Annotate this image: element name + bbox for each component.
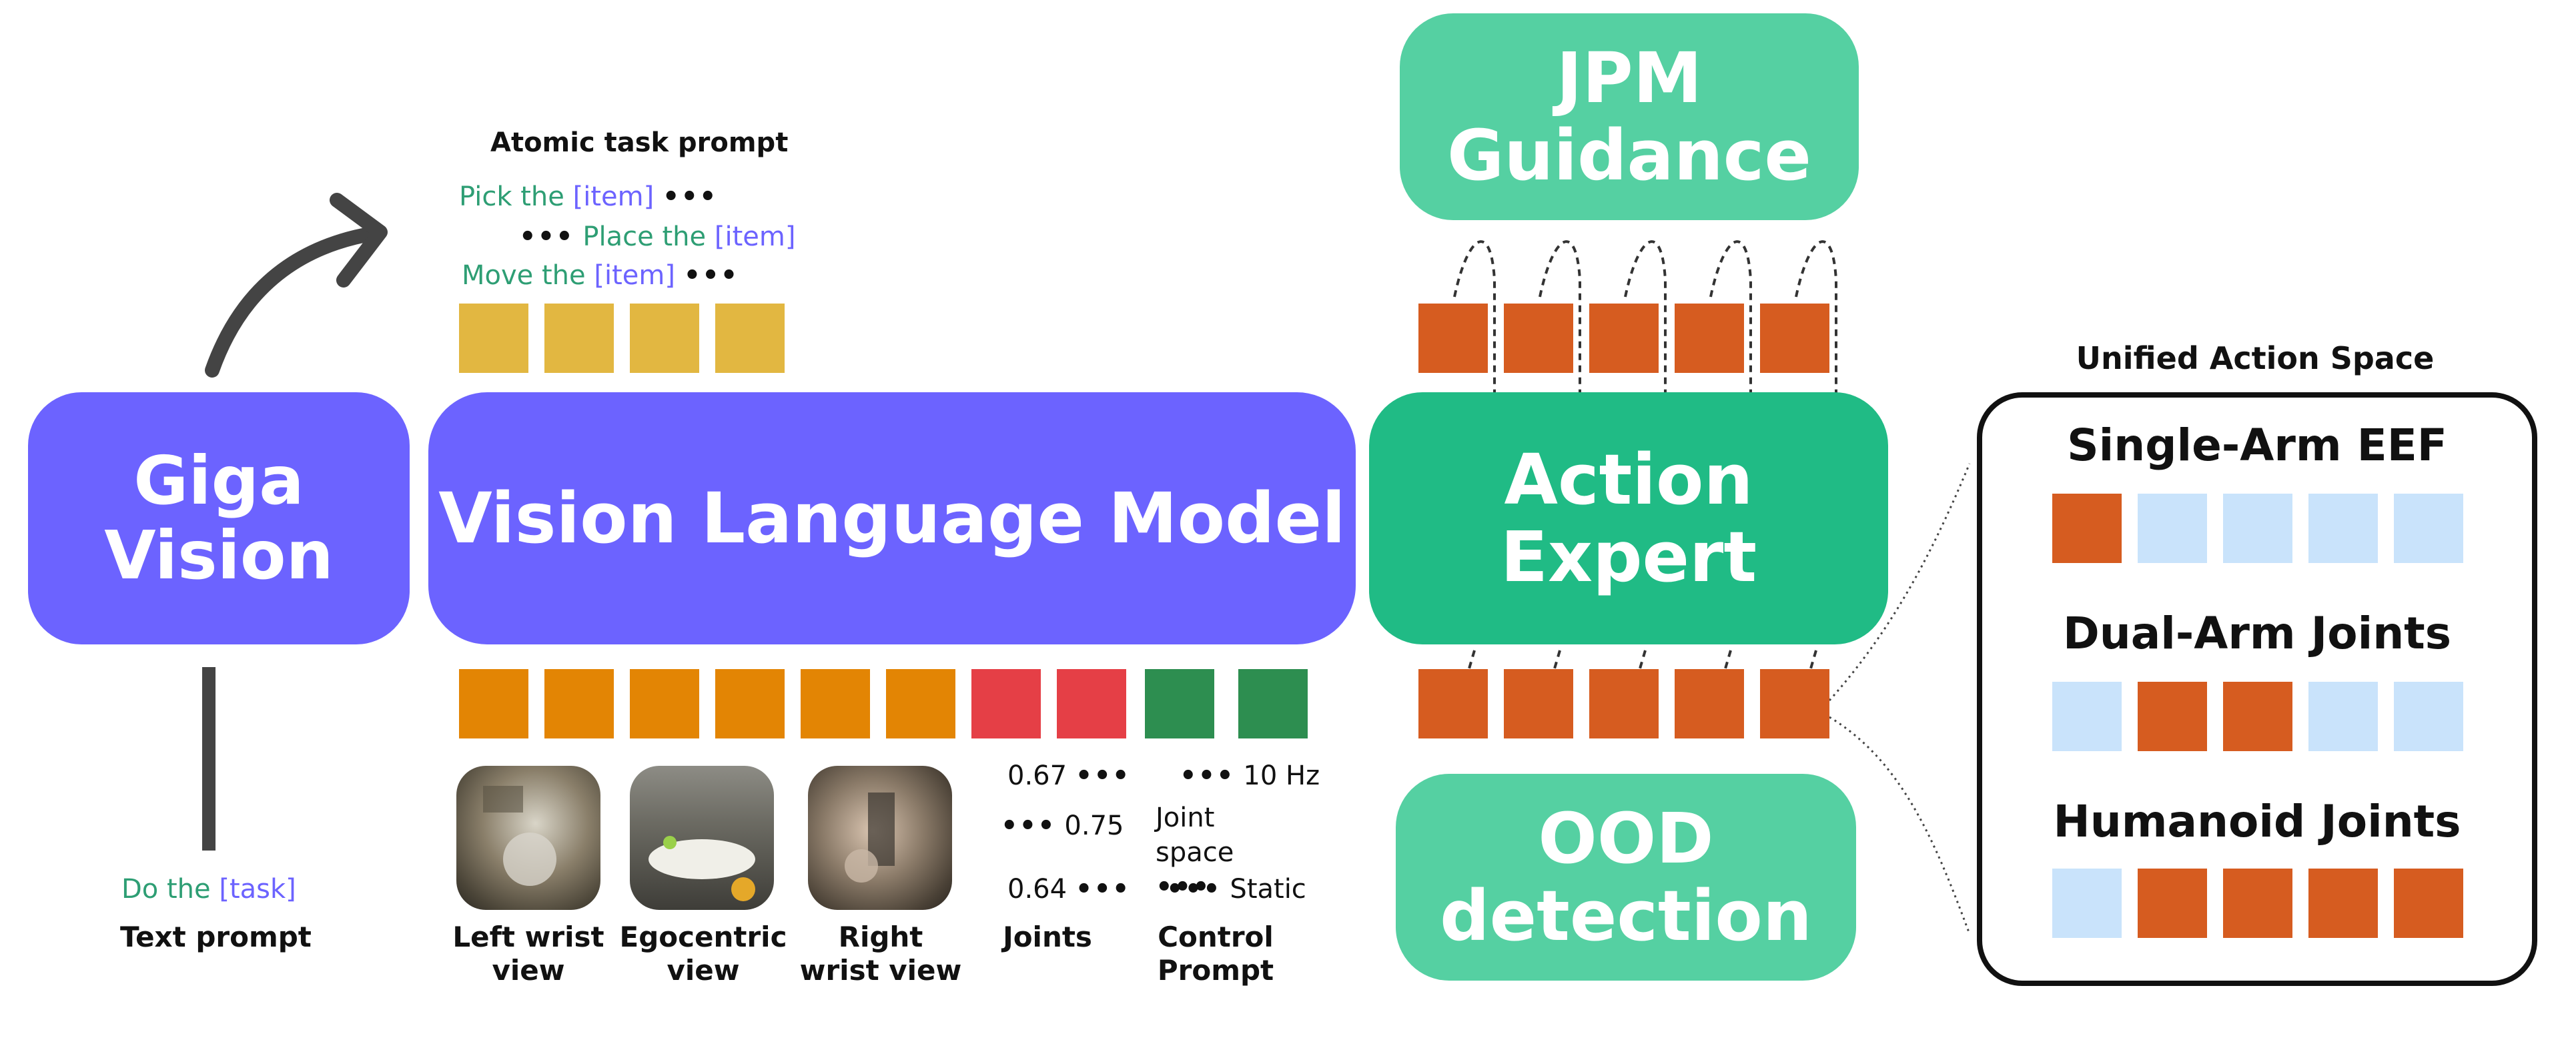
ood-line2: detection bbox=[1440, 875, 1812, 957]
action-token bbox=[2052, 869, 2122, 938]
row-label-dual-arm: Dual-Arm Joints bbox=[2062, 608, 2452, 659]
action-token bbox=[2052, 682, 2122, 751]
control-prompt-label: Control Prompt bbox=[1157, 921, 1274, 987]
unified-title: Unified Action Space bbox=[2076, 340, 2435, 376]
action-token bbox=[2052, 494, 2122, 563]
action-token bbox=[1760, 669, 1829, 738]
action-token bbox=[1760, 304, 1829, 373]
text-prompt-label: Text prompt bbox=[120, 921, 312, 953]
image-token bbox=[459, 669, 528, 738]
control-token bbox=[1238, 669, 1308, 738]
atomic-line-3: Move the [item] ••• bbox=[462, 260, 739, 291]
action-token bbox=[2138, 682, 2207, 751]
atomic-title: Atomic task prompt bbox=[490, 127, 789, 158]
right-wrist-label: Right wrist view bbox=[799, 921, 962, 987]
action-token bbox=[2308, 869, 2378, 938]
joint-value-3: 0.64 ••• bbox=[1007, 874, 1131, 905]
action-token bbox=[1675, 669, 1744, 738]
egocentric-label: Egocentric view bbox=[619, 921, 787, 987]
zoom-lines bbox=[1828, 463, 1971, 935]
action-token bbox=[2223, 682, 2292, 751]
control-static: ••• Static bbox=[1166, 874, 1306, 905]
giga-vision-line2: Vision bbox=[104, 516, 334, 594]
action-token bbox=[1589, 669, 1659, 738]
action-token bbox=[1418, 304, 1488, 373]
unified-action-panel bbox=[1977, 392, 2537, 986]
yellow-token bbox=[544, 304, 614, 373]
action-token bbox=[2223, 869, 2292, 938]
action-token bbox=[1504, 304, 1573, 373]
action-token bbox=[1589, 304, 1659, 373]
action-token bbox=[2394, 494, 2463, 563]
left-wrist-thumbnail bbox=[456, 766, 600, 910]
ood-line1: OOD bbox=[1538, 797, 1714, 879]
atomic-line-1: Pick the [item] ••• bbox=[459, 181, 718, 212]
action-token bbox=[1504, 669, 1573, 738]
yellow-token bbox=[459, 304, 528, 373]
jpm-guidance-box: JPM Guidance bbox=[1400, 13, 1859, 220]
right-wrist-thumbnail bbox=[808, 766, 952, 910]
action-token bbox=[2394, 682, 2463, 751]
atomic-line-2: ••• Place the [item] bbox=[519, 221, 796, 252]
giga-vision-line1: Giga bbox=[133, 442, 304, 520]
row-label-humanoid: Humanoid Joints bbox=[2053, 796, 2461, 847]
jpm-line2: Guidance bbox=[1447, 115, 1811, 196]
image-token bbox=[801, 669, 870, 738]
joint-value-1: 0.67 ••• bbox=[1007, 760, 1131, 791]
control-hz: ••• 10 Hz bbox=[1180, 760, 1320, 791]
image-token bbox=[715, 669, 785, 738]
vlm-label: Vision Language Model bbox=[438, 477, 1346, 559]
joint-token bbox=[1057, 669, 1126, 738]
yellow-token bbox=[630, 304, 699, 373]
jpm-dotted-loops bbox=[1453, 240, 1837, 394]
image-token bbox=[886, 669, 955, 738]
jpm-line1: JPM bbox=[1556, 37, 1703, 119]
action-expert-box: Action Expert bbox=[1369, 392, 1888, 644]
joint-token bbox=[971, 669, 1041, 738]
vlm-box: Vision Language Model bbox=[428, 392, 1356, 644]
joints-label: Joints bbox=[1003, 921, 1092, 953]
control-space: Joint space ••• bbox=[1156, 803, 1234, 903]
ood-detection-box: OOD detection bbox=[1396, 774, 1856, 981]
action-token bbox=[2394, 869, 2463, 938]
action-token bbox=[2138, 494, 2207, 563]
text-prompt-value: Do the [task] bbox=[121, 874, 296, 905]
yellow-token bbox=[715, 304, 785, 373]
control-token bbox=[1145, 669, 1214, 738]
action-expert-label: Action Expert bbox=[1500, 438, 1757, 598]
row-label-single-arm: Single-Arm EEF bbox=[2067, 420, 2447, 471]
action-token bbox=[2223, 494, 2292, 563]
action-token bbox=[2308, 494, 2378, 563]
image-token bbox=[544, 669, 614, 738]
joint-value-2: ••• 0.75 bbox=[1001, 811, 1124, 841]
giga-vision-box: Giga Vision bbox=[28, 392, 410, 644]
action-token bbox=[2138, 869, 2207, 938]
action-token bbox=[1675, 304, 1744, 373]
egocentric-thumbnail bbox=[630, 766, 774, 910]
curved-arrow-head bbox=[330, 193, 388, 288]
image-token bbox=[630, 669, 699, 738]
left-wrist-label: Left wrist view bbox=[452, 921, 604, 987]
action-token bbox=[2308, 682, 2378, 751]
curved-arrow bbox=[205, 226, 381, 378]
action-token bbox=[1418, 669, 1488, 738]
